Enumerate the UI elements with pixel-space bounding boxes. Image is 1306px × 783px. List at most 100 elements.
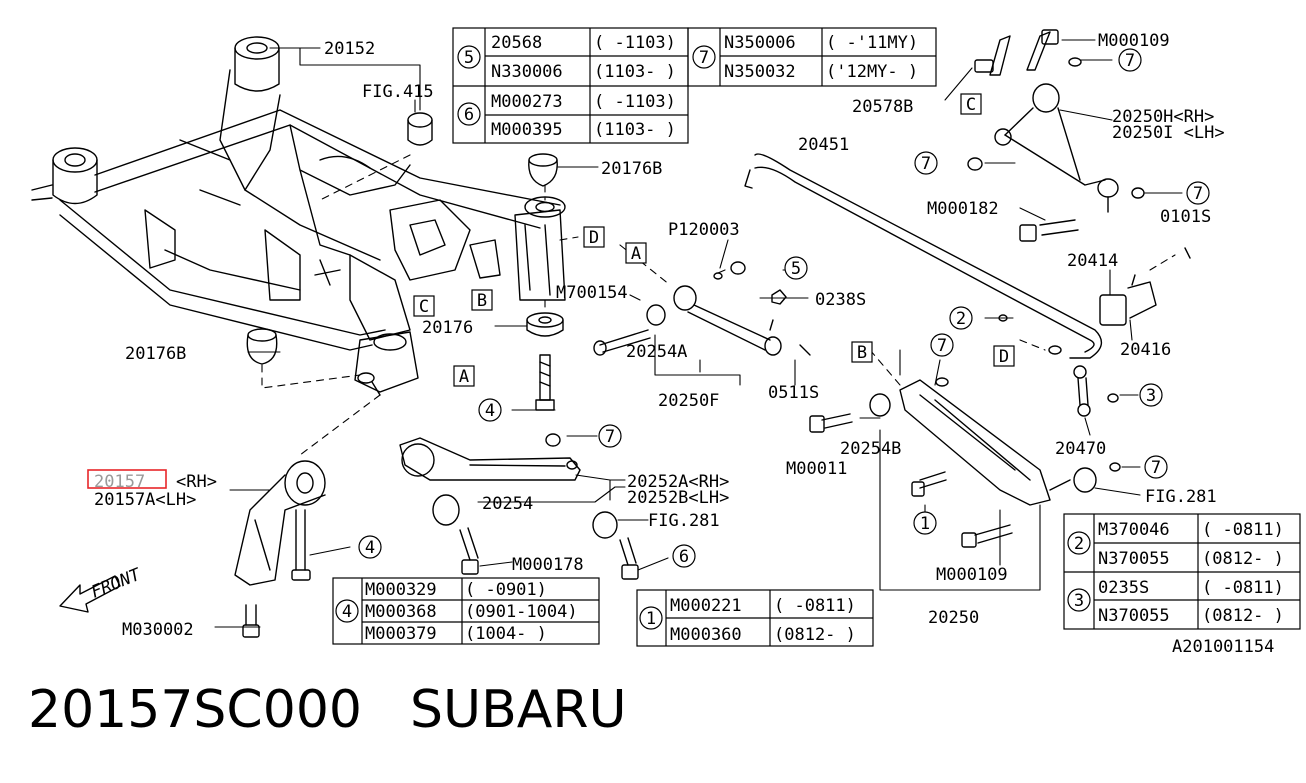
table-group-7: N350006 ( -'11MY) N350032 ('12MY- )	[724, 33, 918, 82]
label-0238s: 0238S	[815, 290, 866, 310]
table-4-group: 4	[342, 602, 352, 622]
bushing-20176b-top	[528, 153, 558, 187]
ref-7-bush: 7	[1151, 458, 1161, 478]
label-20176b-top: 20176B	[601, 159, 662, 179]
table-56-range-4: (1103- )	[594, 120, 676, 140]
bolts-top	[974, 29, 1059, 76]
label-20252a: 20252A<RH>	[627, 472, 729, 492]
label-m700154: M700154	[556, 283, 628, 303]
circle-labels: 5 6 7 4 1 2 3 7 7 7 5 2 7 3 7 1 4 7 4 6	[342, 48, 1203, 629]
table-1-part-2: M000360	[670, 625, 742, 645]
label-20157a: 20157A<LH>	[94, 490, 196, 510]
label-20176: 20176	[422, 318, 473, 338]
table-7-part-1: N350006	[724, 33, 796, 53]
callout-labels: 20152 FIG.415 20176B 20176B 20176 20578B…	[88, 31, 1274, 657]
ref-4-lower: 4	[365, 538, 375, 558]
table-4-part-2: M000368	[365, 602, 437, 622]
bushing-20176	[526, 312, 564, 337]
ref-7-ball: 7	[1193, 184, 1203, 204]
label-20157-rh: <RH>	[176, 472, 217, 492]
table-56-group-5: 5	[464, 48, 474, 68]
ref-7-lower: 7	[605, 427, 615, 447]
table-56-part-1: 20568	[491, 33, 542, 53]
label-20470: 20470	[1055, 439, 1106, 459]
table-23-group-3: 3	[1074, 591, 1084, 611]
table-23-range-1: ( -0811)	[1202, 520, 1284, 540]
table-4-range-3: (1004- )	[465, 624, 547, 644]
table-23-range-2: (0812- )	[1202, 549, 1284, 569]
subframe-drawing	[31, 36, 566, 396]
table-23-part-4: N370055	[1098, 606, 1170, 626]
link-20250f	[593, 261, 811, 356]
table-group-2-3: M370046 ( -0811) N370055 (0812- ) 0235S …	[1098, 520, 1284, 626]
table-group-4: M000329 ( -0901) M000368 (0901-1004) M00…	[365, 580, 578, 644]
label-20254: 20254	[482, 494, 533, 514]
highlight-20157	[87, 469, 167, 489]
table-23-range-3: ( -0811)	[1202, 578, 1284, 598]
parts-diagram: 20568 ( -1103) N330006 (1103- ) M000273 …	[31, 27, 1301, 657]
label-fig415: FIG.415	[362, 82, 434, 102]
dashed-guides	[261, 154, 1176, 456]
table-4-part-1: M000329	[365, 580, 437, 600]
table-1-range-2: (0812- )	[774, 625, 856, 645]
label-20254a: 20254A	[626, 342, 687, 362]
label-20578b: 20578B	[852, 97, 913, 117]
box-a-frame: A	[459, 367, 469, 387]
table-56-part-2: N330006	[491, 62, 563, 82]
ref-5: 5	[791, 259, 801, 279]
table-group-1: M000221 ( -0811) M000360 (0812- )	[670, 596, 856, 645]
letter-box-labels: D A C B A C B D	[419, 95, 1009, 387]
table-1-range-1: ( -0811)	[774, 596, 856, 616]
ref-4-center: 4	[485, 401, 495, 421]
ref-7-top: 7	[1125, 51, 1135, 71]
table-4-part-3: M000379	[365, 624, 437, 644]
label-20451: 20451	[798, 135, 849, 155]
table-23-part-3: 0235S	[1098, 578, 1149, 598]
ref-1: 1	[920, 514, 930, 534]
label-20176b-left: 20176B	[125, 344, 186, 364]
table-23-part-2: N370055	[1098, 549, 1170, 569]
table-23-range-4: (0812- )	[1202, 606, 1284, 626]
label-m000109-bottom: M000109	[936, 565, 1008, 585]
table-56-range-2: (1103- )	[594, 62, 676, 82]
label-20254b: 20254B	[840, 439, 901, 459]
table-23-part-1: M370046	[1098, 520, 1170, 540]
table-4-range-1: ( -0901)	[465, 580, 547, 600]
upper-arm-20250h	[967, 57, 1145, 242]
link-20470	[998, 314, 1119, 417]
table-1-part-1: M000221	[670, 596, 742, 616]
label-20414: 20414	[1067, 251, 1118, 271]
label-20250i: 20250I <LH>	[1112, 123, 1225, 143]
box-a-link: A	[631, 244, 641, 264]
label-20250f: 20250F	[658, 391, 719, 411]
label-m00011: M00011	[786, 459, 847, 479]
label-20416: 20416	[1120, 340, 1171, 360]
label-fig281-right: FIG.281	[1145, 487, 1217, 507]
label-m000178: M000178	[512, 555, 584, 575]
table-56-group-6: 6	[464, 105, 474, 125]
footer-part-number: 20157SC000	[28, 680, 362, 740]
bolt-20176	[535, 354, 555, 411]
label-20250: 20250	[928, 608, 979, 628]
label-20252b: 20252B<LH>	[627, 488, 729, 508]
box-c-arm: C	[966, 95, 976, 115]
label-m000109-top: M000109	[1098, 31, 1170, 51]
label-p120003: P120003	[668, 220, 740, 240]
label-m030002: M030002	[122, 620, 194, 640]
ref-7-nut: 7	[921, 154, 931, 174]
table-1-group: 1	[646, 609, 656, 629]
table-56-range-3: ( -1103)	[594, 92, 676, 112]
label-fig281-mid: FIG.281	[648, 511, 720, 531]
bushing-20176b-left	[246, 328, 278, 365]
table-4-range-2: (0901-1004)	[465, 602, 578, 622]
box-c-frame: C	[419, 297, 429, 317]
table-7-part-2: N350032	[724, 62, 796, 82]
stabilizer-bar	[744, 153, 1191, 359]
table-7-range-1: ( -'11MY)	[826, 33, 918, 53]
box-d-center: D	[589, 228, 599, 248]
box-b-frame: B	[477, 291, 487, 311]
ref-2: 2	[956, 309, 966, 329]
ref-6: 6	[679, 547, 689, 567]
label-reference-code: A201001154	[1172, 637, 1274, 657]
